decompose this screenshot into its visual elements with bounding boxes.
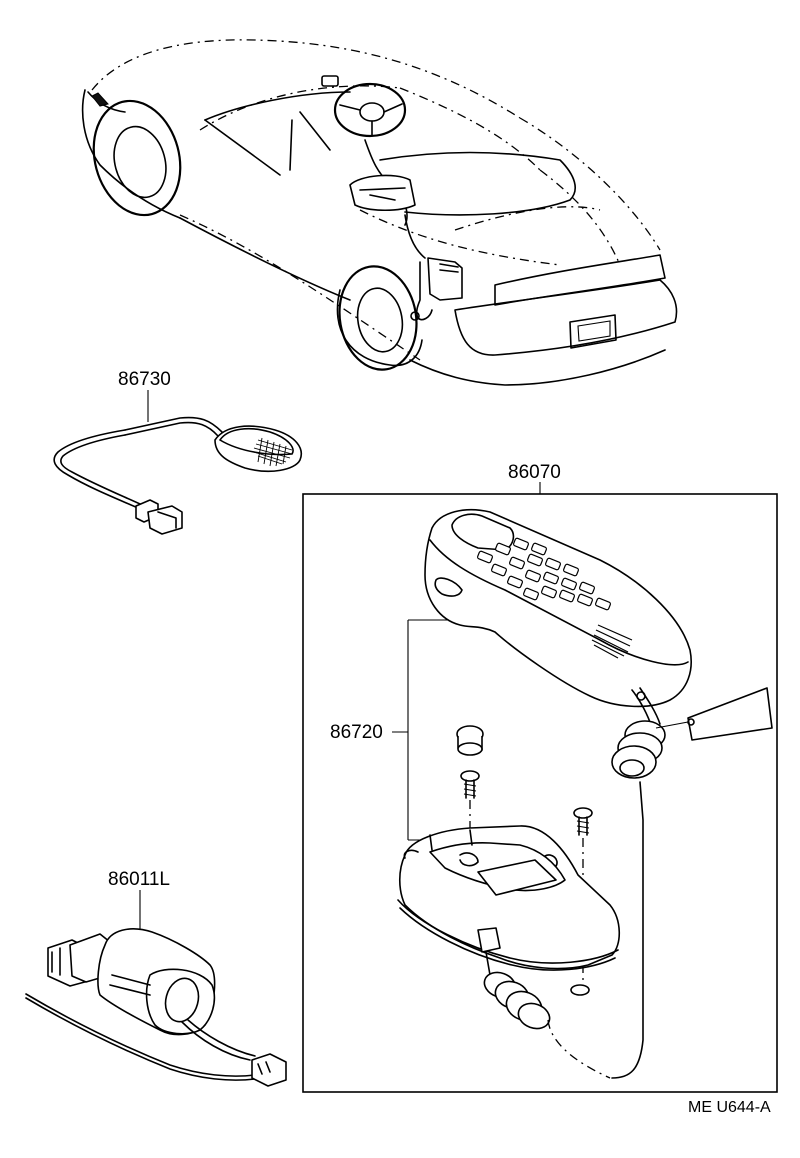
cap-icon: [456, 725, 484, 756]
assembly-frame: [302, 493, 778, 1093]
part-number-cradle: 86720: [330, 722, 383, 743]
cradle-icon: [397, 825, 621, 1079]
leader-lines: [139, 390, 541, 936]
noise-filter-icon: [25, 928, 287, 1087]
car-icon: [81, 39, 678, 386]
part-number-wire: 86011L: [108, 869, 170, 890]
handset-icon: [424, 508, 692, 1079]
part-number-phone-set: 86070: [508, 462, 561, 483]
part-number-mic: 86730: [118, 369, 171, 390]
screw-icon: [460, 770, 593, 996]
tag-icon: [655, 687, 773, 741]
drawing-reference: ME U644-A: [688, 1099, 771, 1116]
microphone-icon: [53, 416, 302, 535]
